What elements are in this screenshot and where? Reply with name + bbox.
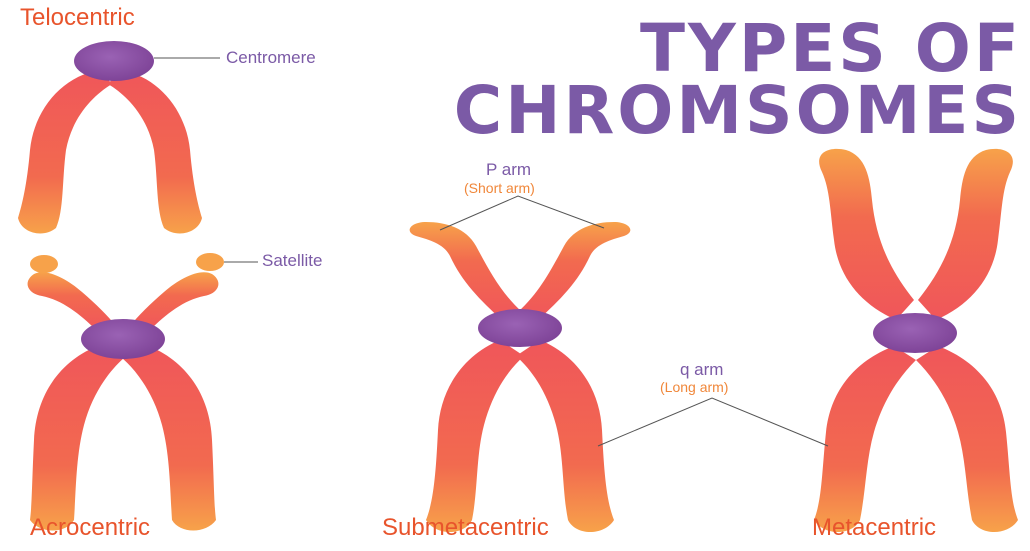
p-arm-sublabel: (Short arm): [464, 180, 535, 196]
p-arm-label: P arm: [486, 160, 531, 180]
page-title-line-2: CHROMSOMES: [454, 72, 1022, 149]
q-arm-sublabel: (Long arm): [660, 379, 728, 395]
satellite-label: Satellite: [262, 251, 322, 271]
submetacentric-chromosome: [410, 222, 631, 532]
submetacentric-q-arm-left: [426, 340, 524, 532]
metacentric-upper-arm-right: [918, 149, 1013, 320]
submetacentric-label: Submetacentric: [382, 514, 549, 542]
metacentric-lower-arm-left: [814, 346, 916, 532]
acrocentric-q-arm-right: [122, 345, 216, 531]
submetacentric-centromere: [478, 309, 562, 347]
metacentric-chromosome: [814, 149, 1018, 532]
metacentric-centromere: [873, 313, 957, 353]
telocentric-right-arm: [108, 70, 202, 233]
acrocentric-centromere: [81, 319, 165, 359]
telocentric-chromosome: [18, 41, 202, 233]
acrocentric-q-arm-left: [30, 345, 124, 531]
centromere-label: Centromere: [226, 48, 316, 68]
metacentric-label: Metacentric: [812, 514, 936, 542]
acrocentric-satellite-right: [196, 253, 224, 271]
metacentric-lower-arm-right: [916, 346, 1018, 532]
submetacentric-q-arm-right: [516, 340, 614, 532]
acrocentric-satellite-left: [30, 255, 58, 273]
telocentric-left-arm: [18, 70, 112, 233]
metacentric-upper-arm-left: [819, 149, 914, 320]
q-arm-label: q arm: [680, 360, 723, 380]
submetacentric-p-arm-left: [410, 222, 522, 320]
acrocentric-chromosome: [28, 253, 224, 531]
acrocentric-p-arm-right: [130, 272, 218, 330]
submetacentric-p-arm-right: [518, 222, 630, 320]
acrocentric-label: Acrocentric: [30, 514, 150, 542]
telocentric-label: Telocentric: [20, 4, 135, 32]
telocentric-centromere: [74, 41, 154, 81]
p-arm-leader-line: [440, 196, 604, 230]
q-arm-leader-line: [598, 398, 828, 446]
acrocentric-p-arm-left: [28, 272, 116, 330]
